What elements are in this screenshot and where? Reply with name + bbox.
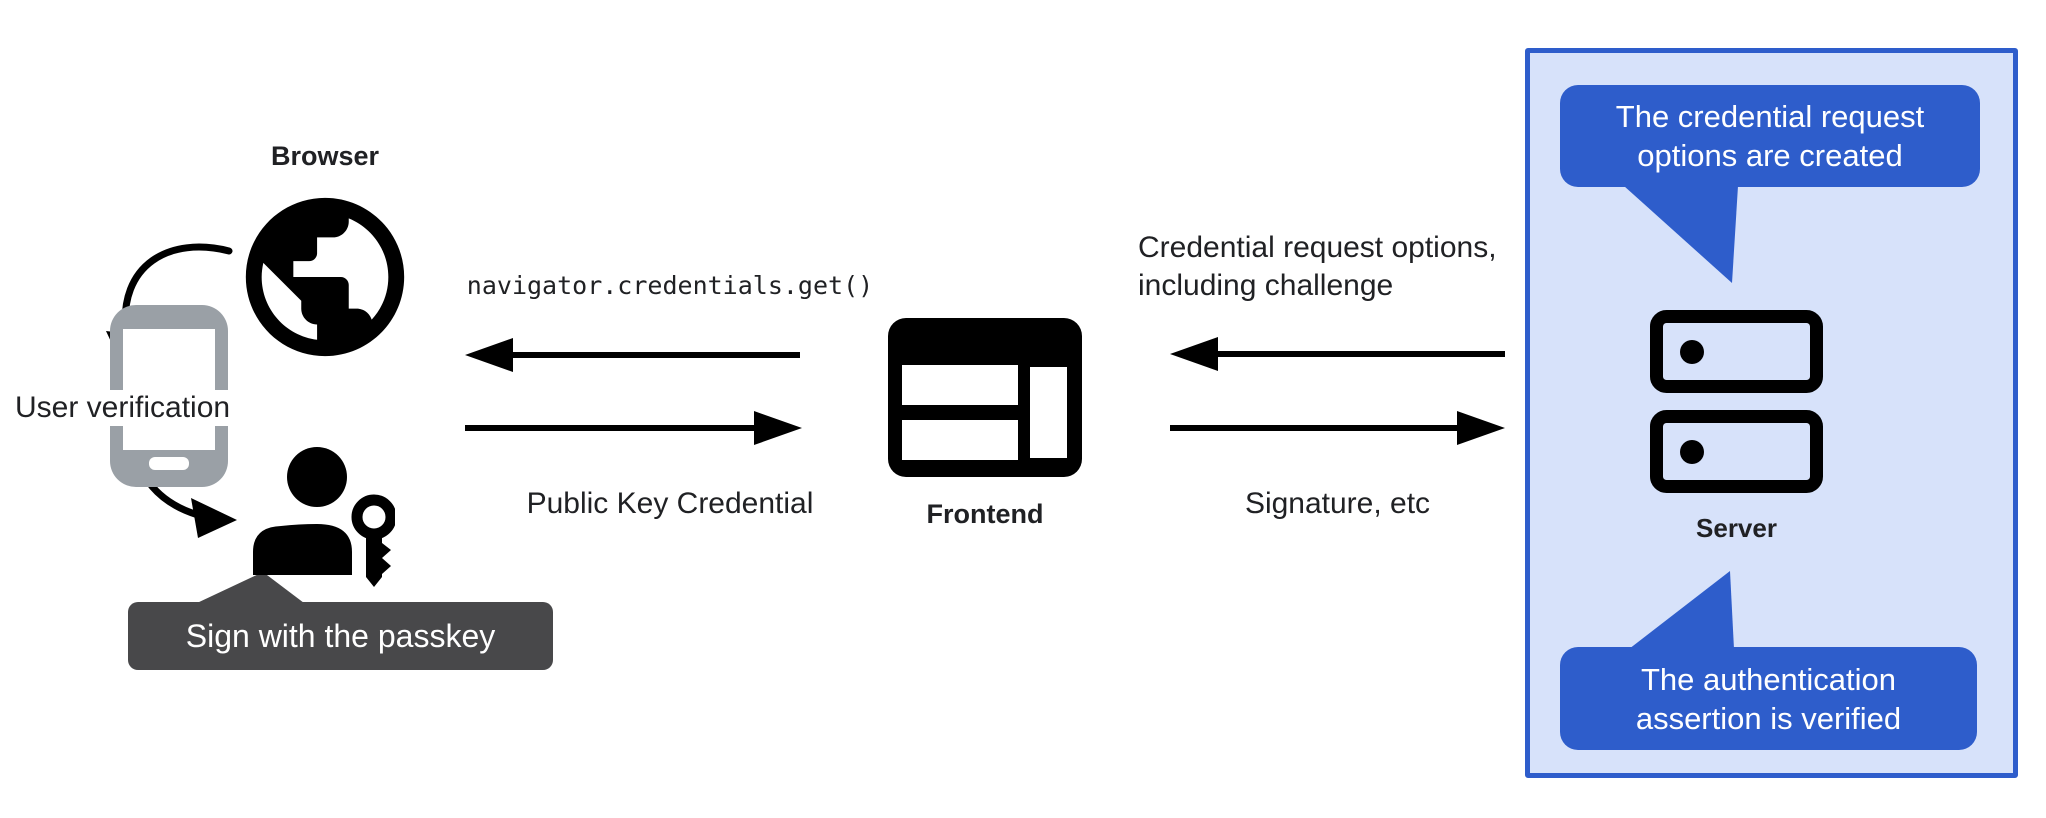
globe-icon (245, 197, 405, 357)
frontend-to-server-arrow (1170, 411, 1505, 445)
user-verification-label: User verification (12, 390, 234, 426)
public-key-credential-label: Public Key Credential (526, 487, 814, 520)
credential-request-line1: Credential request options, (1138, 231, 1497, 264)
passkey-user-icon (253, 447, 395, 587)
credential-options-callout-line1: The credential request (1615, 99, 1925, 134)
navigator-credentials-get-label: navigator.credentials.get() (466, 271, 874, 300)
server-node-label: Server (1696, 513, 1777, 543)
credential-options-callout-line2: options are created (1637, 138, 1903, 173)
credential-options-callout: The credential request options are creat… (1560, 85, 1980, 187)
assertion-verified-callout-line2: assertion is verified (1635, 700, 1902, 736)
frontend-to-browser-arrow (465, 338, 800, 372)
frontend-window-icon (888, 318, 1082, 477)
server-to-frontend-arrow (1170, 337, 1505, 371)
assertion-verified-callout: The authentication assertion is verified (1560, 647, 1977, 750)
credential-request-line2: including challenge (1138, 269, 1394, 302)
assertion-verified-callout-line1: The authentication (1640, 661, 1897, 697)
server-stack-icon (1650, 310, 1823, 493)
signature-label: Signature, etc (1244, 487, 1431, 520)
browser-node-label: Browser (270, 141, 380, 171)
frontend-node-label: Frontend (926, 499, 1044, 529)
passkey-tooltip-label: Sign with the passkey (185, 617, 496, 654)
browser-to-frontend-arrow (465, 411, 802, 445)
credential-request-options-label: Credential request options, including ch… (1138, 229, 1497, 305)
passkey-tooltip: Sign with the passkey (128, 602, 553, 670)
